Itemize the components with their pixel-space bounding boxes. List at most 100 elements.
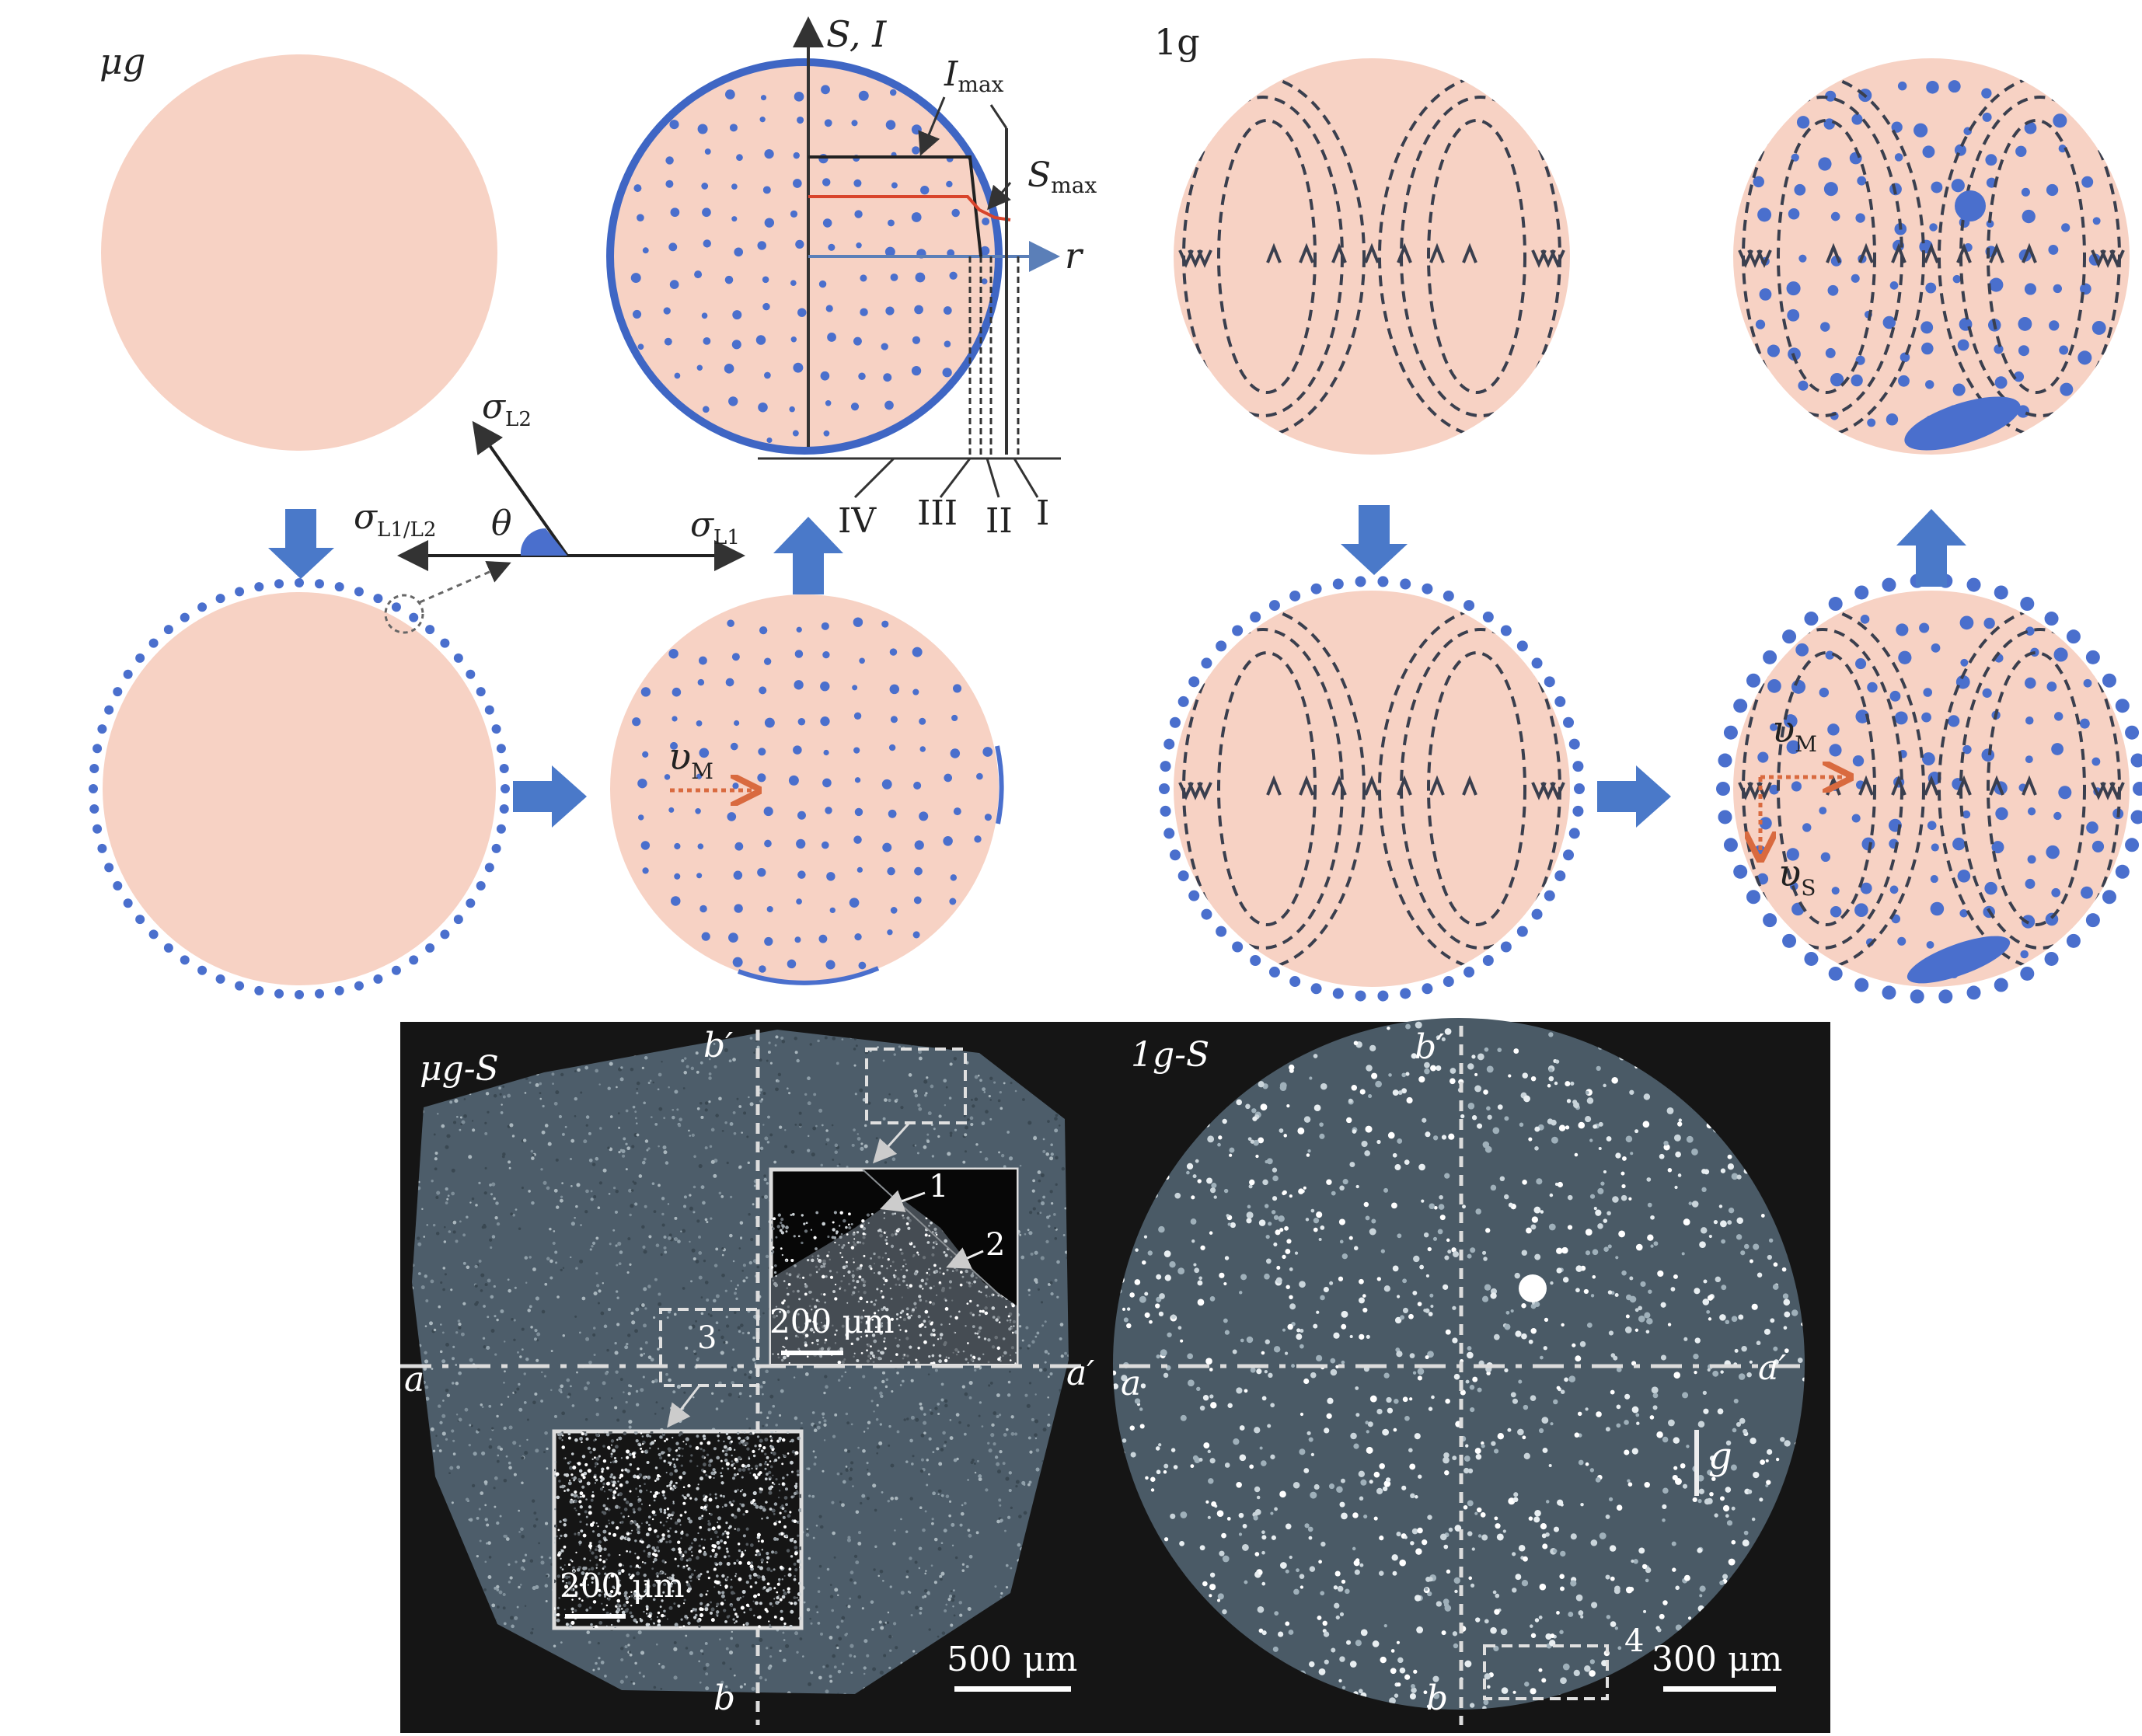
speckle bbox=[738, 1105, 741, 1108]
speckle bbox=[747, 1332, 750, 1335]
surface-particle bbox=[1718, 754, 1732, 768]
speckle bbox=[527, 1309, 531, 1312]
speckle bbox=[525, 1092, 527, 1094]
speckle bbox=[1011, 1432, 1015, 1436]
speckle bbox=[480, 1491, 483, 1495]
speckle bbox=[595, 1563, 598, 1566]
particle bbox=[672, 688, 682, 697]
speckle bbox=[938, 1490, 940, 1492]
speckle bbox=[546, 1187, 550, 1190]
speckle bbox=[852, 1279, 854, 1281]
particle bbox=[757, 773, 766, 782]
particle bbox=[885, 306, 894, 315]
speckle bbox=[636, 1122, 638, 1124]
speckle bbox=[769, 1602, 773, 1605]
speckle bbox=[761, 1561, 762, 1563]
speckle bbox=[839, 1163, 841, 1166]
speckle bbox=[744, 1373, 746, 1375]
speckle bbox=[954, 1057, 957, 1060]
speckle bbox=[636, 1088, 638, 1090]
speckle bbox=[673, 1465, 676, 1468]
speckle bbox=[999, 1091, 1002, 1093]
speckle bbox=[621, 1521, 624, 1524]
speckle bbox=[1041, 1301, 1043, 1303]
speckle bbox=[598, 1289, 601, 1292]
speckle bbox=[822, 1124, 824, 1127]
speckle bbox=[954, 1332, 956, 1333]
speckle bbox=[494, 1353, 497, 1355]
speckle bbox=[504, 1340, 505, 1342]
speckle bbox=[846, 1421, 849, 1424]
speckle bbox=[652, 1082, 654, 1084]
speckle bbox=[844, 1633, 847, 1637]
speckle bbox=[752, 1203, 755, 1205]
particle bbox=[2092, 321, 2106, 335]
speckle bbox=[784, 1455, 787, 1457]
speckle bbox=[532, 1628, 534, 1630]
speckle bbox=[525, 1358, 529, 1361]
speckle bbox=[849, 1654, 852, 1657]
speckle bbox=[496, 1319, 498, 1321]
particle bbox=[856, 242, 861, 248]
speckle bbox=[968, 1534, 972, 1538]
speckle bbox=[1033, 1207, 1036, 1210]
particle bbox=[790, 211, 797, 218]
speckle bbox=[902, 1265, 905, 1267]
speckle bbox=[887, 1621, 889, 1623]
speckle bbox=[823, 1293, 825, 1295]
speckle bbox=[434, 1157, 438, 1160]
speckle bbox=[720, 1400, 724, 1403]
speckle bbox=[1009, 1371, 1011, 1373]
surface-particle bbox=[1716, 782, 1730, 796]
speckle bbox=[1003, 1337, 1005, 1340]
speckle bbox=[627, 1237, 630, 1240]
speckle bbox=[912, 1455, 914, 1457]
surface-particle bbox=[466, 670, 475, 679]
droplet-1g-initial bbox=[1174, 58, 1570, 455]
speckle bbox=[453, 1121, 456, 1124]
speckle bbox=[657, 1616, 658, 1618]
speckle bbox=[918, 1050, 922, 1054]
speckle bbox=[768, 1666, 772, 1670]
speckle bbox=[782, 1254, 783, 1256]
particle bbox=[1922, 752, 1935, 765]
speckle bbox=[950, 1419, 952, 1421]
speckle bbox=[525, 1282, 527, 1284]
speckle bbox=[744, 1683, 746, 1685]
speckle bbox=[632, 1452, 636, 1455]
particle bbox=[1867, 418, 1875, 427]
speckle bbox=[943, 1343, 946, 1346]
speckle bbox=[842, 1219, 846, 1222]
speckle bbox=[849, 1598, 851, 1600]
speckle bbox=[884, 1161, 887, 1163]
particle bbox=[726, 678, 734, 687]
speckle bbox=[804, 1093, 807, 1096]
particle bbox=[1948, 80, 1961, 92]
speckle bbox=[729, 1234, 733, 1238]
speckle bbox=[831, 1609, 834, 1612]
particle bbox=[822, 842, 829, 849]
speckle bbox=[433, 1450, 435, 1452]
speckle bbox=[822, 1417, 824, 1418]
particle bbox=[890, 648, 897, 655]
speckle bbox=[603, 1169, 607, 1173]
speckle bbox=[542, 1105, 545, 1107]
speckle bbox=[979, 1151, 982, 1153]
speckle bbox=[569, 1461, 571, 1463]
speckle bbox=[604, 1538, 607, 1541]
particle bbox=[826, 872, 835, 880]
speckle bbox=[781, 1462, 783, 1465]
speckle bbox=[780, 1389, 784, 1393]
speckle bbox=[861, 1219, 864, 1222]
particle bbox=[1896, 623, 1908, 636]
speckle bbox=[706, 1593, 708, 1595]
speckle bbox=[883, 1340, 885, 1343]
speckle bbox=[473, 1452, 477, 1455]
speckle bbox=[1060, 1323, 1064, 1326]
speckle bbox=[937, 1413, 940, 1415]
speckle bbox=[630, 1312, 633, 1315]
speckle bbox=[795, 1051, 798, 1054]
speckle bbox=[902, 1310, 905, 1313]
speckle bbox=[1042, 1150, 1045, 1153]
speckle bbox=[530, 1326, 533, 1329]
